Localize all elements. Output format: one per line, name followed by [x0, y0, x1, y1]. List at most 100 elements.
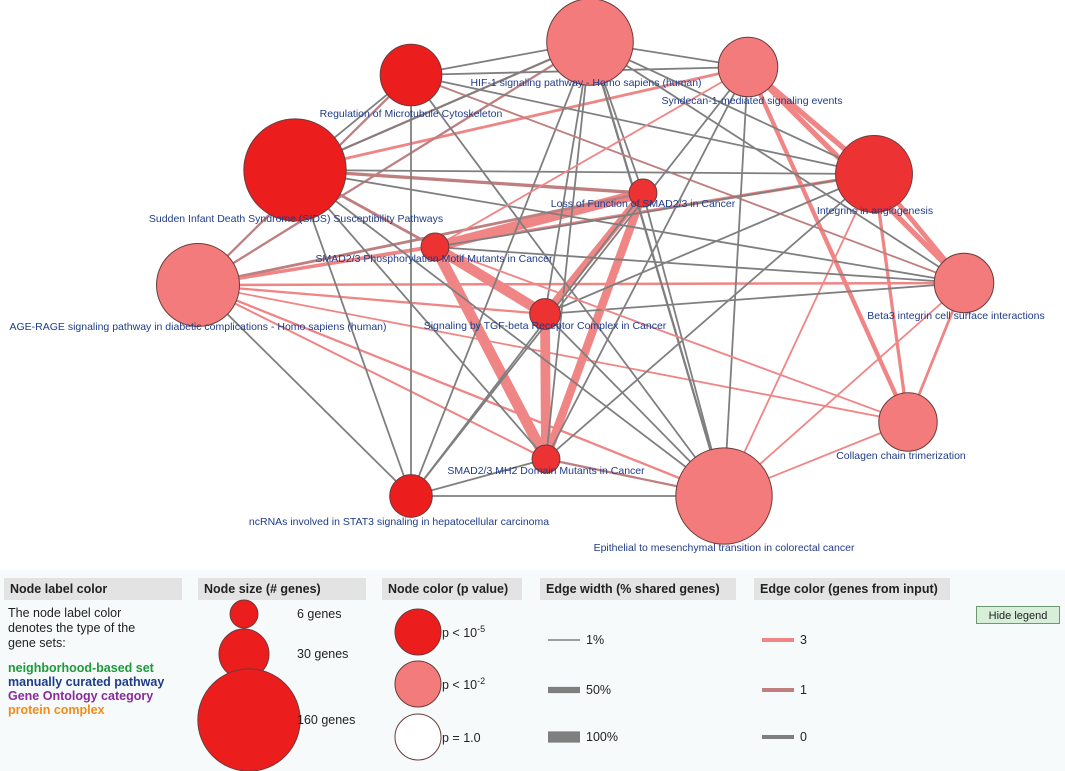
node-ncrna[interactable]	[389, 474, 433, 518]
edge-age_rage-emt	[197, 283, 725, 498]
legend-edge-color-label-1: 1	[800, 683, 807, 697]
node-label-hif1: HIF-1 signaling pathway - Homo sapiens (…	[470, 77, 701, 89]
edge-integrins-smad_mh2	[545, 173, 875, 460]
node-beta3[interactable]	[933, 252, 995, 314]
node-label-ncrna: ncRNAs involved in STAT3 signaling in he…	[249, 516, 549, 528]
category-curated-pathway: manually curated pathway	[8, 675, 165, 689]
legend-size-circle-2	[197, 668, 301, 771]
legend-edge-width: Edge width (% shared genes)	[540, 578, 736, 600]
edge-sids-beta3	[294, 169, 965, 284]
node-label-age_rage: AGE-RAGE signaling pathway in diabetic c…	[9, 321, 386, 333]
legend-header-label-color: Node label color	[4, 578, 182, 600]
edge-sids-ncrna	[294, 169, 412, 497]
edge-age_rage-lof_smad	[197, 191, 644, 287]
node-label-lof_smad: Loss of Function of SMAD2/3 in Cancer	[551, 198, 736, 210]
node-hif1[interactable]	[546, 0, 634, 86]
node-label-integrins: Integrins in angiogenesis	[817, 205, 933, 217]
edge-microtubule-beta3	[410, 74, 965, 284]
node-age_rage[interactable]	[156, 243, 240, 327]
node-syndecan[interactable]	[717, 36, 779, 98]
legend-size-label-2: 160 genes	[297, 713, 355, 727]
edge-collagen-smad_phos	[434, 246, 909, 423]
edge-syndecan-smad_mh2	[545, 66, 749, 460]
edge-sids-integrins	[294, 169, 875, 175]
edge-emt-lof_smad	[642, 192, 725, 497]
node-label-microtubule: Regulation of Microtubule Cytoskeleton	[320, 108, 503, 120]
gene-set-network: HIF-1 signaling pathway - Homo sapiens (…	[9, 0, 1045, 554]
node-label-collagen: Collagen chain trimerization	[836, 450, 966, 462]
edge-beta3-smad_phos	[434, 246, 965, 284]
legend-node-color: Node color (p value)	[382, 578, 522, 600]
node-smad_mh2[interactable]	[531, 444, 561, 474]
edge-smad_phos-tgfb	[432, 242, 548, 319]
legend-color-circle-2	[394, 713, 442, 761]
legend-edge-color-label-0: 3	[800, 633, 807, 647]
edge-sids-syndecan	[294, 65, 749, 172]
node-smad_phos[interactable]	[420, 232, 450, 262]
node-tgfb[interactable]	[529, 298, 561, 330]
edge-hif1-ncrna	[410, 41, 591, 497]
edge-syndecan-ncrna	[410, 66, 749, 497]
node-label-emt: Epithelial to mesenchymal transition in …	[594, 542, 855, 554]
node-emt[interactable]	[675, 447, 773, 545]
legend-header-node-size: Node size (# genes)	[198, 578, 366, 600]
edge-hif1-beta3	[589, 41, 965, 284]
node-label-tgfb: Signaling by TGF-beta Receptor Complex i…	[424, 320, 667, 332]
edge-sids-smad_mh2	[294, 169, 547, 460]
edge-age_rage-hif1	[197, 41, 591, 286]
legend-color-circle-0	[394, 608, 442, 656]
category-neighborhood: neighborhood-based set	[8, 661, 154, 675]
legend-color-label-1: p < 10-2	[442, 676, 485, 692]
legend-size-label-0: 6 genes	[297, 607, 341, 621]
legend-edge-color: Edge color (genes from input)	[754, 578, 950, 600]
legend-color-exponent-0: -5	[477, 624, 485, 634]
node-sids[interactable]	[243, 118, 347, 222]
edge-ncrna-smad_mh2	[410, 458, 547, 497]
edge-age_rage-beta3	[197, 281, 965, 287]
node-lof_smad[interactable]	[628, 178, 658, 208]
edge-integrins-collagen	[872, 173, 910, 423]
legend-color-prefix-2: p = 1.0	[442, 731, 481, 745]
legend-color-exponent-1: -2	[477, 676, 485, 686]
edge-smad_phos-lof_smad	[433, 188, 645, 252]
legend-color-prefix-1: p < 10	[442, 678, 477, 692]
edge-layer	[197, 40, 966, 498]
edge-hif1-integrins	[589, 41, 875, 175]
legend-header-node-color: Node color (p value)	[382, 578, 522, 600]
legend-color-prefix-0: p < 10	[442, 626, 477, 640]
edge-age_rage-collagen	[197, 284, 909, 423]
legend-label-color: Node label color The node label color de…	[4, 578, 182, 717]
node-label-sids: Sudden Infant Death Syndrome (SIDS) Susc…	[149, 213, 443, 225]
node-collagen[interactable]	[878, 392, 938, 452]
edge-sids-emt	[294, 169, 725, 497]
edge-age_rage-tgfb	[197, 283, 546, 316]
edge-sids-hif1	[294, 41, 591, 171]
legend-width-label-1: 50%	[586, 683, 611, 697]
edge-age_rage-ncrna	[197, 284, 412, 497]
edge-microtubule-integrins	[410, 74, 875, 175]
edge-beta3-emt	[723, 282, 965, 497]
legend-color-circle-1	[394, 660, 442, 708]
hide-legend-button[interactable]: Hide legend	[976, 606, 1060, 624]
edge-beta3-tgfb	[544, 282, 965, 315]
edge-integrins-emt	[723, 173, 875, 497]
edge-ncrna-lof_smad	[410, 192, 644, 497]
legend-label-description: The node label color denotes the type of…	[8, 606, 136, 650]
node-label-beta3: Beta3 integrin cell surface interactions	[867, 310, 1044, 322]
label-layer: HIF-1 signaling pathway - Homo sapiens (…	[9, 77, 1044, 554]
edge-hif1-tgfb	[544, 41, 591, 315]
edge-tgfb-smad_mh2	[540, 313, 551, 460]
node-layer	[156, 0, 995, 545]
edge-syndecan-collagen	[746, 66, 910, 423]
legend-width-label-0: 1%	[586, 633, 604, 647]
legend-header-edge-width: Edge width (% shared genes)	[540, 578, 736, 600]
edge-age_rage-smad_mh2	[197, 284, 547, 460]
node-label-smad_mh2: SMAD2/3 MH2 Domain Mutants in Cancer	[447, 465, 645, 477]
node-integrins[interactable]	[835, 135, 913, 213]
legend-category-list: neighborhood-based set manually curated …	[4, 661, 182, 717]
category-protein-complex: protein complex	[8, 703, 105, 717]
edge-integrins-tgfb	[544, 173, 875, 315]
node-microtubule[interactable]	[379, 43, 443, 107]
edge-syndecan-smad_phos	[434, 66, 749, 248]
